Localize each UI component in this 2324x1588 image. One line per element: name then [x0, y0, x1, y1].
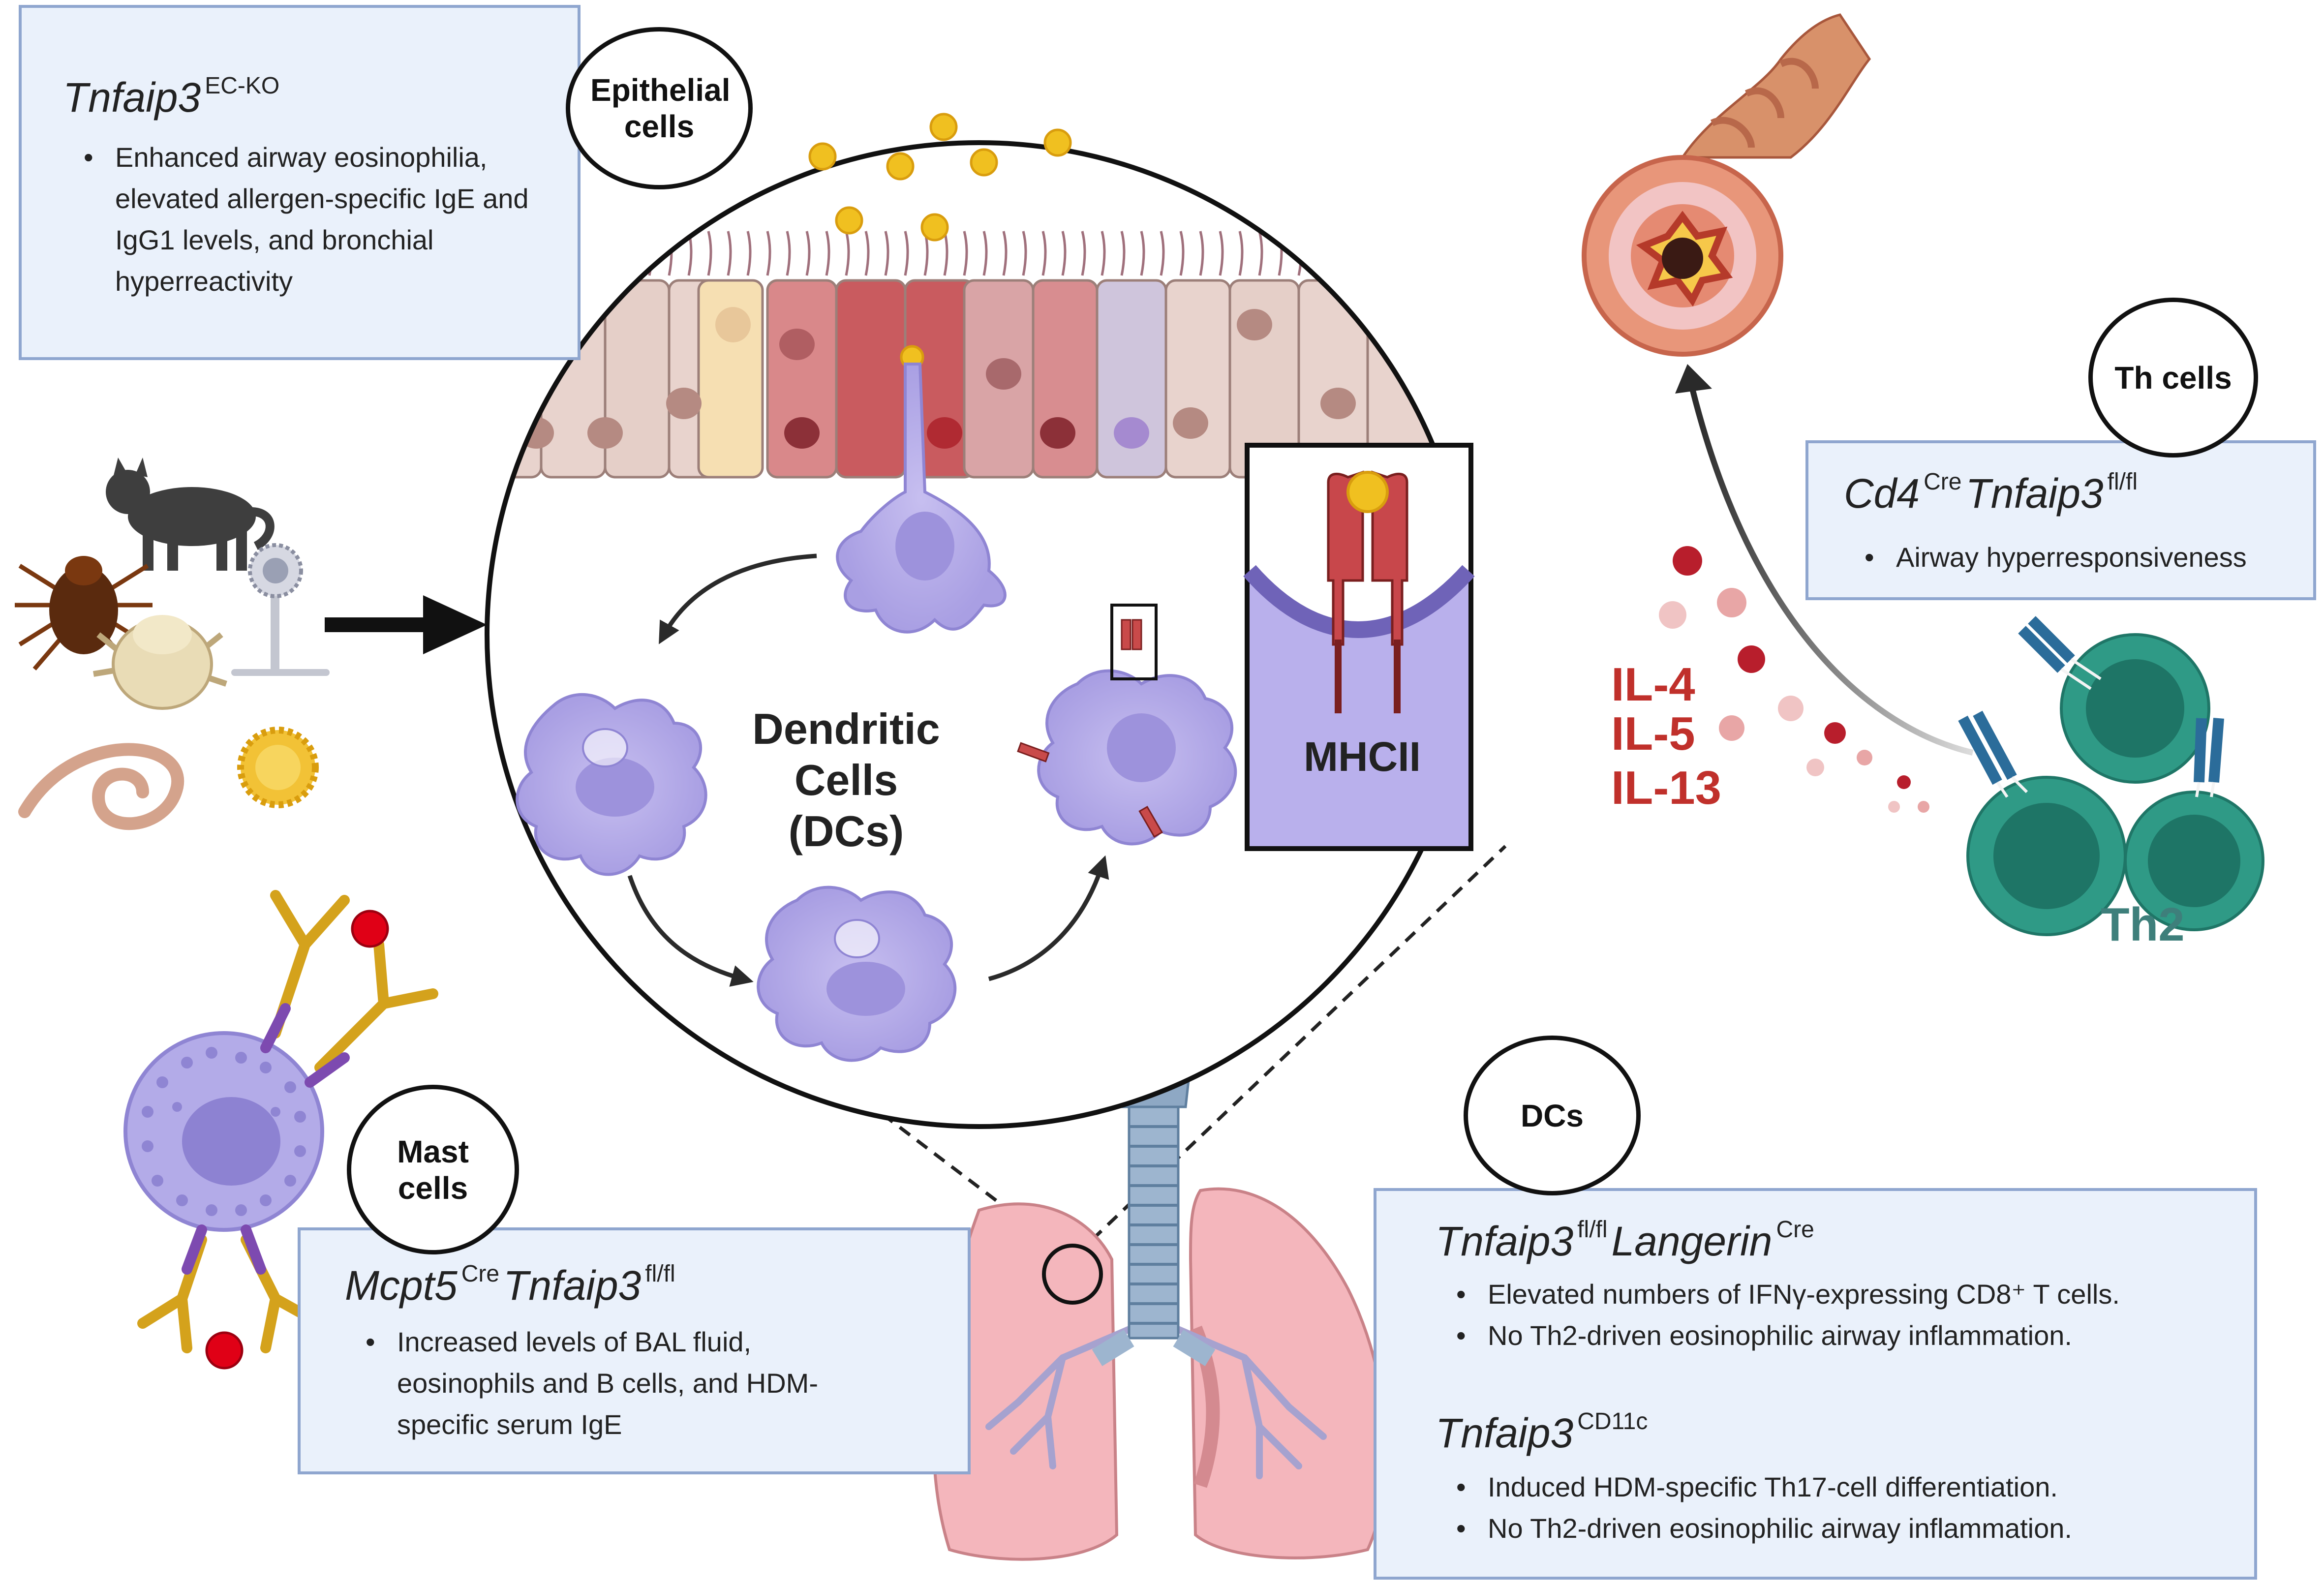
- epithelial-nuclei: [519, 307, 1356, 449]
- mhcii-inset: [1243, 443, 1475, 851]
- bullet-item: •No Th2-driven eosinophilic airway infla…: [1456, 1320, 2072, 1351]
- bullet-item: •Enhanced airway eosinophilia, elevated …: [84, 142, 529, 297]
- gene-name: Tnfaip3: [503, 1262, 642, 1309]
- dendritic-cells-label: Dendritic Cells (DCs): [752, 704, 940, 855]
- th-bullets: •Airway hyperresponsiveness: [1844, 537, 2296, 578]
- worm-icon: [18, 743, 184, 830]
- gene-sup: EC-KO: [205, 73, 280, 99]
- il13-label: IL-13: [1611, 762, 1722, 814]
- gene-sup: Cre: [461, 1261, 500, 1287]
- gene-name: Tnfaip3: [63, 74, 201, 121]
- bullet-item: •No Th2-driven eosinophilic airway infla…: [1456, 1513, 2072, 1544]
- allergen-arrow: [325, 595, 487, 654]
- cat-icon: [106, 458, 275, 571]
- il5-label: IL-5: [1611, 707, 1695, 760]
- gene-name: Cd4: [1844, 470, 1920, 517]
- airway-tube-icon: [1582, 13, 1871, 357]
- mhcii-label: MHCII: [1304, 733, 1421, 780]
- mast-bullets: •Increased levels of BAL fluid, eosinoph…: [345, 1321, 856, 1445]
- bullet-item: •Airway hyperresponsiveness: [1865, 542, 2247, 573]
- epithelial-bullets: •Enhanced airway eosinophilia, elevated …: [63, 137, 545, 302]
- gene-sup: CD11c: [1577, 1408, 1648, 1435]
- gene-sup: fl/fl: [2107, 469, 2138, 495]
- cytokine-dots: [1659, 546, 1929, 813]
- gene-name: Tnfaip3: [1436, 1410, 1574, 1456]
- gene-name: Langerin: [1611, 1218, 1773, 1264]
- gene-sup: fl/fl: [1577, 1217, 1608, 1243]
- pollen-icon: [237, 727, 319, 808]
- dc-nuclei: [576, 512, 1176, 1016]
- epithelial-cells-label: Epithelial cells: [566, 27, 753, 189]
- gene-name: Tnfaip3: [1965, 470, 2104, 517]
- bullet-item: •Increased levels of BAL fluid, eosinoph…: [366, 1326, 818, 1440]
- gene-sup: fl/fl: [645, 1261, 675, 1287]
- mhcii-receptor-large: [1327, 470, 1408, 646]
- gene-name: Mcpt5: [345, 1262, 458, 1309]
- gene-sup: Cre: [1924, 469, 1962, 495]
- th2-cell-icon: [1966, 633, 2264, 936]
- mast-cells-label: Mast cells: [347, 1085, 519, 1254]
- tick-icon: [15, 556, 153, 671]
- dcs-label: DCs: [1464, 1036, 1641, 1195]
- il4-label: IL-4: [1611, 658, 1695, 711]
- mold-spore-icon: [231, 543, 330, 676]
- gene-name: Tnfaip3: [1436, 1218, 1574, 1264]
- dc-bullets-2: •Induced HDM-specific Th17-cell differen…: [1436, 1466, 2223, 1549]
- mast-cell-icon: [123, 1031, 324, 1232]
- th2-label: Th2: [2101, 898, 2185, 951]
- t-cell-receptor-icon: [1958, 616, 2224, 785]
- dc-bullets-1: •Elevated numbers of IFNγ-expressing CD8…: [1436, 1274, 2223, 1356]
- bullet-item: •Induced HDM-specific Th17-cell differen…: [1456, 1471, 2058, 1502]
- th-cells-label: Th cells: [2088, 298, 2258, 458]
- bullet-item: •Elevated numbers of IFNγ-expressing CD8…: [1456, 1279, 2120, 1310]
- mhcii-receptor-icon: [1017, 619, 1163, 838]
- gene-sup: Cre: [1776, 1217, 1814, 1243]
- dust-mite-icon: [93, 615, 227, 710]
